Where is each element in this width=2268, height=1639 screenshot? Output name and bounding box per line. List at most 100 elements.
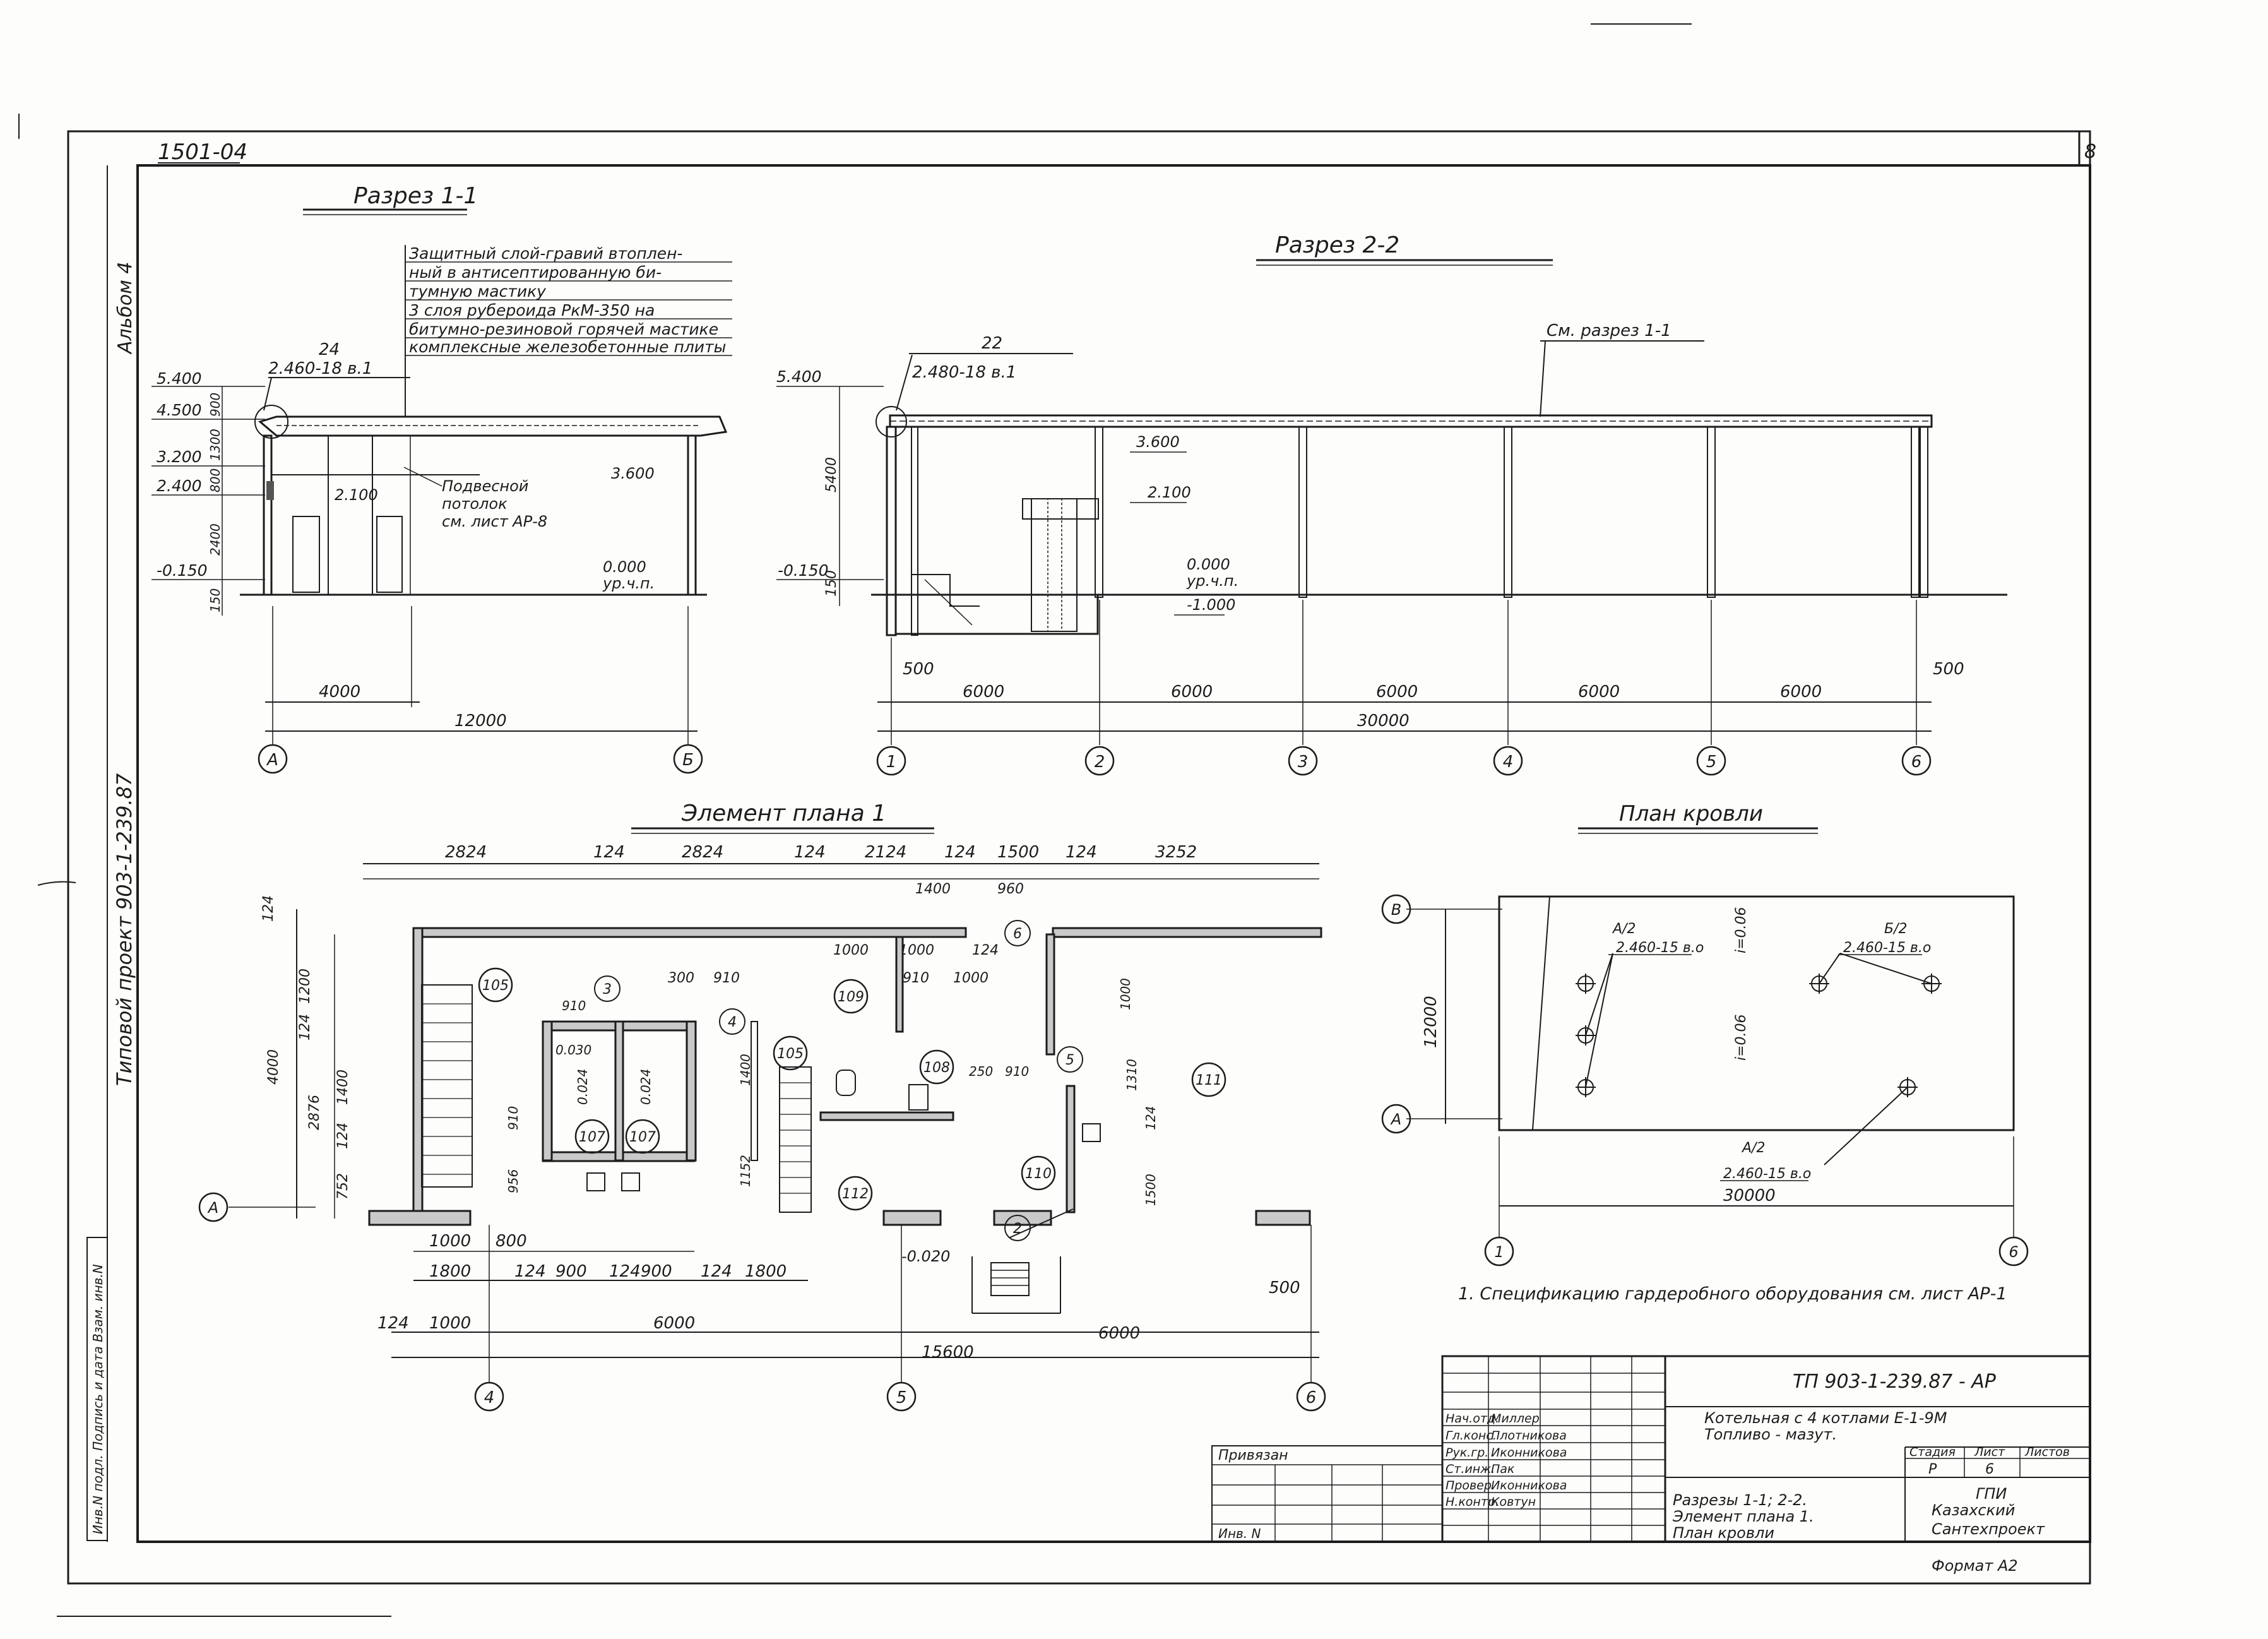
tb-attached-label: Привязан: [1218, 1448, 1288, 1463]
equip-mark-5: 5: [1066, 1052, 1074, 1068]
tb-name-3: Иконникова: [1491, 1446, 1567, 1460]
plan-top-dim-1500: 1500: [997, 843, 1039, 862]
s22-dim-6000-5: 6000: [1780, 682, 1822, 701]
s22-axis-5-marker: [1696, 746, 1726, 776]
plan-dim-960: 960: [997, 881, 1024, 897]
room-105-b-marker: [773, 1035, 808, 1071]
plan-bottom-total: 15600: [922, 1343, 974, 1362]
plan-bottom-dim-124-c: 124: [701, 1262, 732, 1281]
s11-vdim-2400: 2400: [208, 523, 223, 556]
s11-vdim-1300: 1300: [208, 429, 223, 461]
s22-axis-4-marker: [1493, 746, 1523, 776]
plan-bottom-dim-6000-a: 6000: [653, 1314, 695, 1333]
format-label: Формат А2: [1932, 1557, 2018, 1575]
room-107-b: 107: [629, 1129, 656, 1145]
room-107-a: 107: [579, 1129, 605, 1145]
s22-vdim-150: 150: [824, 570, 840, 597]
roof-note-line-2: ный в антисептированную би-: [409, 263, 662, 282]
plan-bottom-dim-500: 500: [1269, 1278, 1300, 1297]
roof-plan: План кровли А/2 2.460-15 в.о Б/2 2.460-1…: [1381, 801, 2029, 1266]
plan-dim-910-b: 910: [713, 970, 740, 986]
left-inventory-label: Инв.N подл. Подпись и дата Взам. инв.N: [90, 1264, 105, 1534]
tb-org-line-3: Сантехпроект: [1932, 1520, 2045, 1538]
s11-axis-b-marker: [673, 744, 703, 774]
s11-elev-3200: 3.200: [157, 448, 202, 466]
plan-top-dim-2124: 2124: [865, 843, 906, 862]
plan-bottom-dim-124-a: 124: [514, 1262, 546, 1281]
plan-bottom-dim-124-d: 124: [377, 1314, 409, 1333]
s22-dim-6000-4: 6000: [1578, 682, 1620, 701]
equip-mark-3-marker: [594, 975, 620, 1002]
tb-doc-code: ТП 903-1-239.87 - АР: [1793, 1371, 1997, 1393]
plan-axis-5-marker: [886, 1381, 917, 1412]
equip-mark-2-marker: [1004, 1215, 1031, 1241]
roof-axis-1: 1: [1494, 1243, 1504, 1261]
tb-object-line-1: Котельная с 4 котлами Е-1-9М: [1704, 1409, 1947, 1427]
roof-slope-1: i=0.06: [1733, 907, 1749, 953]
equip-mark-6-marker: [1004, 920, 1031, 946]
s11-mark-3600: 3.600: [611, 465, 655, 482]
tb-role-5: Провер.: [1446, 1479, 1495, 1493]
tb-sheet-value: 6: [1985, 1462, 1994, 1477]
plan-inner-dim-1500: 1500: [1143, 1174, 1158, 1206]
tb-sheet-header: Лист: [1974, 1445, 2005, 1459]
s22-dim-6000-3: 6000: [1376, 682, 1418, 701]
roof-note-line-5: битумно-резиновой горячей мастике: [409, 320, 718, 338]
s22-mark-neg1000: -1.000: [1187, 596, 1235, 614]
plan-dim-1000-a: 1000: [833, 943, 869, 958]
s22-elev-neg0150: -0.150: [778, 561, 829, 580]
plan-bottom-dim-1800-a: 1800: [429, 1262, 471, 1281]
s11-callout-number: 24: [319, 340, 340, 359]
tb-object-line-2: Топливо - мазут.: [1704, 1426, 1837, 1443]
room-107-a-marker: [574, 1119, 610, 1154]
tb-stage-header: Стадия: [1909, 1445, 1956, 1459]
roof-axis-v-marker: [1381, 894, 1411, 924]
tb-org-line-2: Казахский: [1932, 1501, 2015, 1519]
room-111: 111: [1196, 1073, 1222, 1088]
s11-elev-4500: 4.500: [157, 401, 202, 419]
s22-axis-4: 4: [1503, 753, 1514, 772]
plan-bottom-dim-1000-b: 1000: [429, 1314, 471, 1333]
roof-label-ref-top-left: 2.460-15 в.о: [1616, 940, 1704, 956]
plan-inner-dim-910-c: 910: [1005, 1064, 1029, 1079]
plan-inner-dim-1310: 1310: [1124, 1059, 1139, 1091]
plan-inner-dim-956: 956: [506, 1169, 521, 1193]
plan-left-dim-752: 752: [335, 1173, 351, 1200]
tb-content-line-1: Разрезы 1-1; 2-2.: [1673, 1491, 1807, 1509]
s11-vdim-900: 900: [208, 393, 223, 417]
s22-dim-6000-1: 6000: [963, 682, 1004, 701]
roof-note-line-3: тумную мастику: [409, 282, 547, 301]
left-project-label: Типовой проект 903-1-239.87: [112, 773, 136, 1086]
tb-role-2: Гл.конс.: [1446, 1429, 1497, 1443]
tb-content-line-3: План кровли: [1673, 1524, 1774, 1542]
section-2-2-title: Разрез 2-2: [1275, 232, 1399, 258]
tb-role-6: Н.контр.: [1446, 1495, 1499, 1509]
s22-mark-3600: 3.600: [1136, 433, 1180, 451]
section-1-1: Разрез 1-1 Защитный слой-гравий втоплен-…: [151, 183, 732, 774]
s11-vdim-800: 800: [208, 468, 223, 492]
room-112-marker: [838, 1176, 873, 1211]
plan-inner-dim-910-b: 910: [506, 1106, 521, 1130]
s22-callout-ref: 2.480-18 в.1: [912, 363, 1016, 382]
plan-axis-5: 5: [896, 1388, 907, 1407]
plan-dim-300: 300: [668, 970, 694, 986]
room-111-marker: [1191, 1062, 1226, 1097]
plan-bottom-dim-1800-b: 1800: [745, 1262, 787, 1281]
tb-content-line-2: Элемент плана 1.: [1672, 1508, 1814, 1525]
s22-dim-500-left: 500: [903, 660, 934, 679]
roof-axis-6-marker: [1998, 1236, 2029, 1266]
room-108: 108: [923, 1060, 950, 1076]
tb-org-line-1: ГПИ: [1976, 1485, 2007, 1503]
room-107-b-marker: [625, 1119, 660, 1154]
plan-bottom-dim-124-b: 124: [609, 1262, 641, 1281]
plan-bottom-dim-1000: 1000: [429, 1232, 471, 1251]
tb-inv-label: Инв. N: [1218, 1526, 1261, 1541]
plan-left-dim-124-b: 124: [297, 1014, 313, 1040]
plan-dim-910-a: 910: [903, 970, 929, 986]
plan-mark-0030: 0.030: [555, 1042, 591, 1058]
roof-label-a2-bottom: А/2: [1741, 1140, 1765, 1156]
s11-axis-a-marker: [258, 744, 288, 774]
room-108-marker: [919, 1049, 954, 1085]
tb-stage-value: Р: [1928, 1462, 1937, 1477]
equip-mark-3: 3: [603, 982, 612, 998]
